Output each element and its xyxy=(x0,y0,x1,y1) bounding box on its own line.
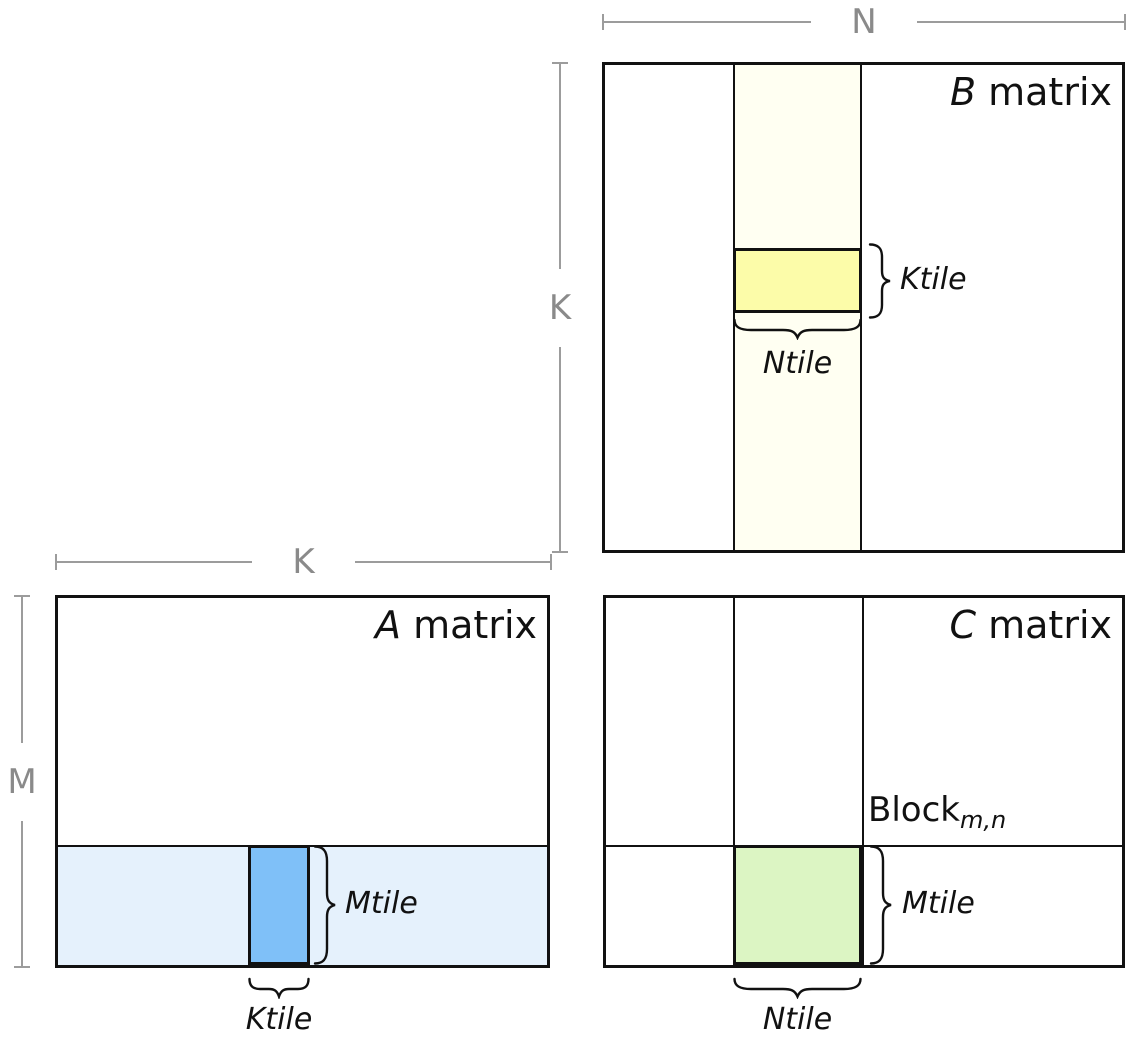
c-mtile-label: Mtile xyxy=(902,886,975,921)
m-line-bottom-tick xyxy=(14,966,30,968)
n-line-left-tick xyxy=(602,14,604,30)
m-line-bottom-segment xyxy=(21,820,23,966)
k-vline-top-segment xyxy=(559,64,561,269)
k-vline-bottom-segment xyxy=(559,346,561,551)
k-hline-left-segment xyxy=(57,561,253,563)
k-hline-left-tick xyxy=(55,554,57,570)
c-ntile-brace xyxy=(733,977,862,999)
b-ktile-brace xyxy=(868,243,891,319)
a-mtile-block xyxy=(248,845,310,965)
k-hline-right-tick xyxy=(550,554,553,570)
c-matrix-word: matrix xyxy=(988,603,1112,647)
a-matrix-word: matrix xyxy=(413,603,537,647)
a-matrix-letter: A xyxy=(375,603,402,647)
n-dimension-label: N xyxy=(851,2,877,42)
c-strip-left-line xyxy=(733,598,735,965)
b-matrix-word: matrix xyxy=(988,70,1112,114)
c-strip-right-line xyxy=(862,598,864,965)
c-ntile-label: Ntile xyxy=(762,1002,833,1037)
b-ktile-label: Ktile xyxy=(900,262,967,297)
a-matrix-box: A matrix Mtile xyxy=(55,595,550,968)
k-dimension-label-vertical: K xyxy=(548,287,572,328)
c-block-label-base: Block xyxy=(868,790,960,830)
b-matrix-box: B matrix Ktile Ntile xyxy=(602,62,1125,553)
k-dimension-label-horizontal: K xyxy=(292,542,315,582)
a-ktile-brace xyxy=(248,977,310,999)
b-ntile-brace xyxy=(733,318,862,340)
b-ntile-label: Ntile xyxy=(762,346,833,381)
b-matrix-title: B matrix xyxy=(949,70,1112,115)
m-dimension-line: M xyxy=(7,595,37,968)
c-block-label-subscript: m,n xyxy=(959,806,1007,834)
c-row-divider-line xyxy=(606,845,1122,847)
n-dimension-line: N xyxy=(602,2,1126,42)
a-matrix-title: A matrix xyxy=(375,603,537,648)
n-line-right-segment xyxy=(916,21,1124,23)
k-dimension-line-vertical: K xyxy=(546,62,574,553)
a-mtile-brace xyxy=(313,845,336,965)
c-block-tile xyxy=(733,845,862,965)
k-vline-top-tick xyxy=(552,62,568,64)
n-line-right-tick xyxy=(1124,14,1126,30)
m-line-top-tick xyxy=(14,595,30,597)
k-hline-right-segment xyxy=(354,561,551,563)
c-mtile-brace xyxy=(869,845,892,965)
m-line-top-segment xyxy=(21,597,23,743)
c-matrix-title: C matrix xyxy=(949,603,1112,648)
b-matrix-letter: B xyxy=(949,70,977,114)
a-ktile-label: Ktile xyxy=(245,1002,313,1037)
k-vline-bottom-tick xyxy=(552,551,568,553)
a-mtile-label: Mtile xyxy=(345,886,418,921)
c-matrix-box: C matrix Blockm,n Mtile xyxy=(603,595,1125,968)
b-ktile-block xyxy=(733,248,862,313)
n-line-left-segment xyxy=(604,21,812,23)
m-dimension-label: M xyxy=(7,761,37,802)
c-block-label: Blockm,n xyxy=(868,790,1006,832)
c-matrix-letter: C xyxy=(949,603,977,647)
k-dimension-line-horizontal: K xyxy=(55,542,553,582)
